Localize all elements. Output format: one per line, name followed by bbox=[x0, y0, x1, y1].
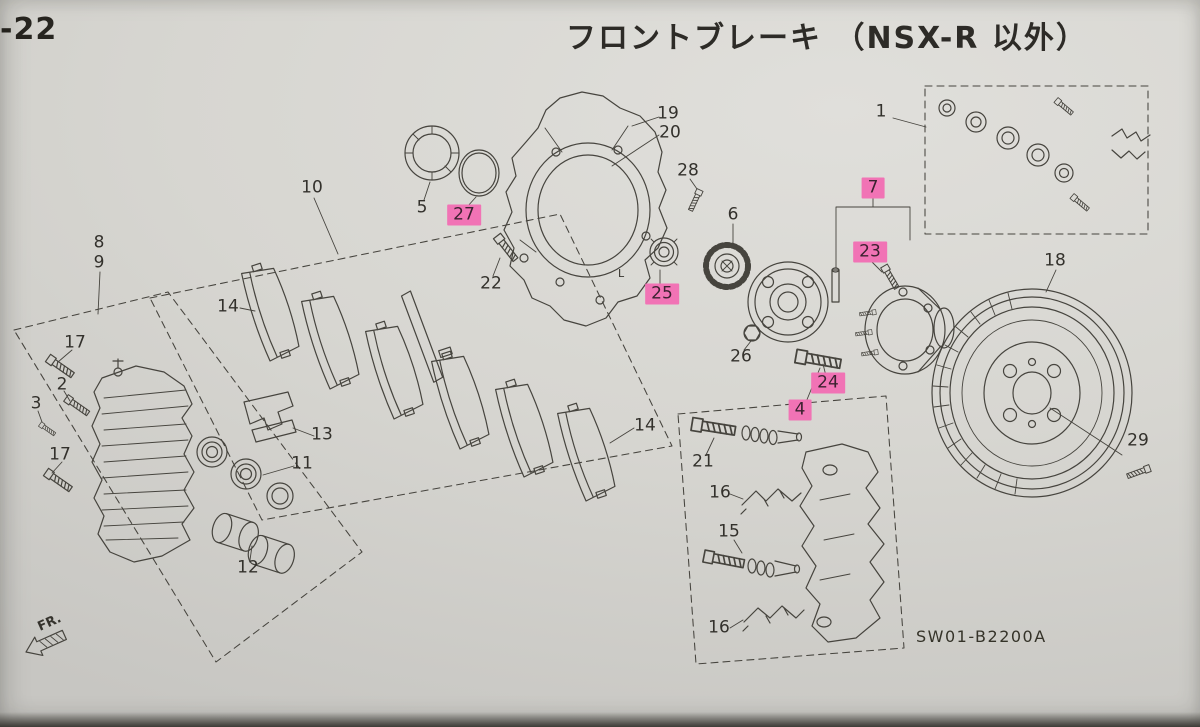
part-callout-19: 19 bbox=[657, 103, 679, 124]
page-title: フロントブレーキ （NSX-R 以外） bbox=[566, 21, 1088, 56]
seal-kit-parts bbox=[938, 97, 1151, 213]
part-callout-15: 15 bbox=[718, 521, 740, 542]
pad-group-outline bbox=[149, 213, 673, 521]
nut-25-drawing bbox=[649, 237, 679, 267]
part-callout-3: 3 bbox=[30, 393, 42, 414]
part-callout-6: 6 bbox=[727, 204, 739, 225]
part-callout-2: 2 bbox=[56, 374, 68, 395]
seal-kit-box-outline bbox=[924, 85, 1149, 235]
guide-pin-15-drawing bbox=[702, 549, 801, 578]
part-callout-4: 4 bbox=[788, 399, 812, 421]
part-callout-14: 14 bbox=[217, 296, 239, 317]
part-callout-24: 24 bbox=[811, 372, 845, 394]
leader-lines bbox=[37, 116, 1123, 629]
pad-clip-top-drawing bbox=[740, 488, 802, 515]
part-callout-10: 10 bbox=[301, 177, 323, 198]
hub-kit-bracket bbox=[831, 196, 911, 303]
splash-guard-drawing: L bbox=[503, 91, 668, 327]
part-callout-7: 7 bbox=[861, 177, 885, 199]
part-callout-28: 28 bbox=[677, 160, 699, 181]
part-callout-25: 25 bbox=[645, 283, 679, 305]
caliper-drawing bbox=[91, 358, 195, 563]
part-callout-16: 16 bbox=[708, 617, 730, 638]
part-callout-18: 18 bbox=[1044, 250, 1066, 271]
rotor-drawing bbox=[931, 288, 1133, 498]
part-callout-23: 23 bbox=[853, 241, 887, 263]
pad-clip-bottom-drawing bbox=[742, 605, 805, 632]
part-callout-12: 12 bbox=[237, 557, 259, 578]
part-callout-5: 5 bbox=[416, 197, 428, 218]
page-number: -22 bbox=[0, 12, 58, 47]
part-callout-22: 22 bbox=[480, 273, 502, 294]
bearing-flange-drawing bbox=[747, 261, 829, 343]
part-callout-26: 26 bbox=[730, 346, 752, 367]
caliper-bracket-drawing bbox=[799, 443, 885, 643]
o-ring-drawing bbox=[458, 149, 500, 197]
part-callout-17: 17 bbox=[64, 332, 86, 353]
plate-mark: L bbox=[618, 267, 625, 280]
part-callout-1: 1 bbox=[875, 101, 887, 122]
diagram-code: SW01-B2200A bbox=[916, 627, 1047, 646]
part-callout-29: 29 bbox=[1127, 430, 1149, 451]
part-callout-14: 14 bbox=[634, 415, 656, 436]
part-callout-21: 21 bbox=[692, 451, 714, 472]
part-callout-16: 16 bbox=[709, 482, 731, 503]
part-callout-13: 13 bbox=[311, 424, 333, 445]
part-callout-17: 17 bbox=[49, 444, 71, 465]
gear-drawing bbox=[703, 242, 751, 290]
pad-retainer-drawing bbox=[243, 391, 297, 443]
part-callout-9: 9 bbox=[93, 252, 105, 273]
nut-26-drawing bbox=[743, 324, 761, 342]
piston-boot-drawings bbox=[196, 436, 294, 510]
part-callout-20: 20 bbox=[659, 122, 681, 143]
part-callout-11: 11 bbox=[291, 453, 313, 474]
guide-pin-21-drawing bbox=[690, 416, 803, 446]
caliper-group-outline bbox=[13, 291, 363, 663]
bracket-group-outline bbox=[677, 395, 905, 665]
brake-pads-drawing bbox=[237, 258, 620, 504]
seal-ring-drawing bbox=[404, 125, 460, 181]
part-callout-27: 27 bbox=[447, 204, 481, 226]
part-callout-8: 8 bbox=[93, 232, 105, 253]
